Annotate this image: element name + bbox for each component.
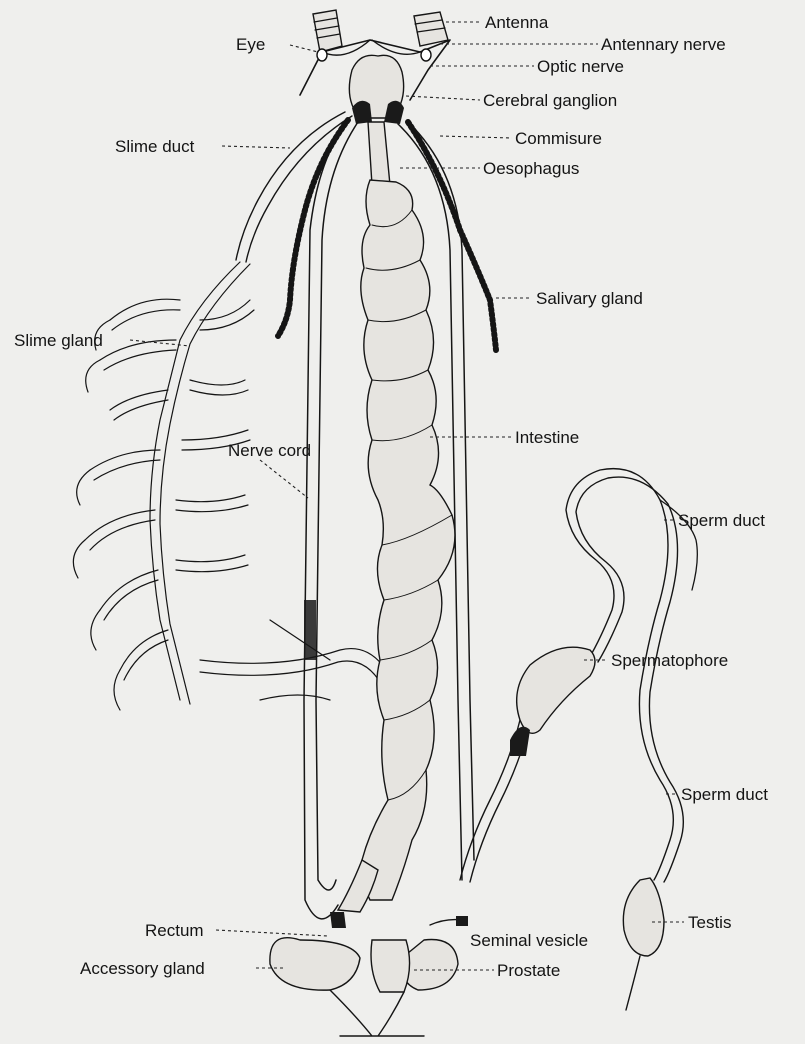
label-intestine: Intestine: [515, 428, 579, 447]
label-prostate: Prostate: [497, 961, 560, 980]
testis: [623, 878, 664, 1010]
label-spermatophore: Spermatophore: [611, 651, 728, 670]
label-sperm-duct-lower: Sperm duct: [681, 785, 768, 804]
cerebral-ganglion: [349, 55, 404, 124]
eye-left: [317, 49, 327, 61]
label-seminal-vesicle: Seminal vesicle: [470, 931, 588, 950]
head: [300, 10, 450, 124]
antenna-left: [313, 10, 342, 52]
label-salivary-gland: Salivary gland: [536, 289, 643, 308]
label-accessory-gland: Accessory gland: [80, 959, 205, 978]
label-cerebral-ganglion: Cerebral ganglion: [483, 91, 617, 110]
label-nerve-cord: Nerve cord: [228, 441, 311, 460]
label-optic-nerve: Optic nerve: [537, 57, 624, 76]
prostate: [371, 940, 410, 992]
label-antenna: Antenna: [485, 13, 549, 32]
label-antennary-nerve: Antennary nerve: [601, 35, 726, 54]
label-slime-gland: Slime gland: [14, 331, 103, 350]
label-eye: Eye: [236, 35, 265, 54]
seminal-vesicle: [430, 916, 468, 926]
label-testis: Testis: [688, 913, 731, 932]
base-lines: [330, 990, 424, 1036]
oesophagus: [368, 122, 390, 185]
spermatophore: [510, 647, 595, 756]
label-slime-duct: Slime duct: [115, 137, 195, 156]
label-commisure: Commisure: [515, 129, 602, 148]
intestine: [361, 180, 455, 900]
antenna-right: [414, 12, 448, 46]
label-sperm-duct-upper: Sperm duct: [678, 511, 765, 530]
label-oesophagus: Oesophagus: [483, 159, 579, 178]
eye-right: [421, 49, 431, 61]
accessory-glands: [270, 938, 458, 990]
label-rectum: Rectum: [145, 921, 204, 940]
